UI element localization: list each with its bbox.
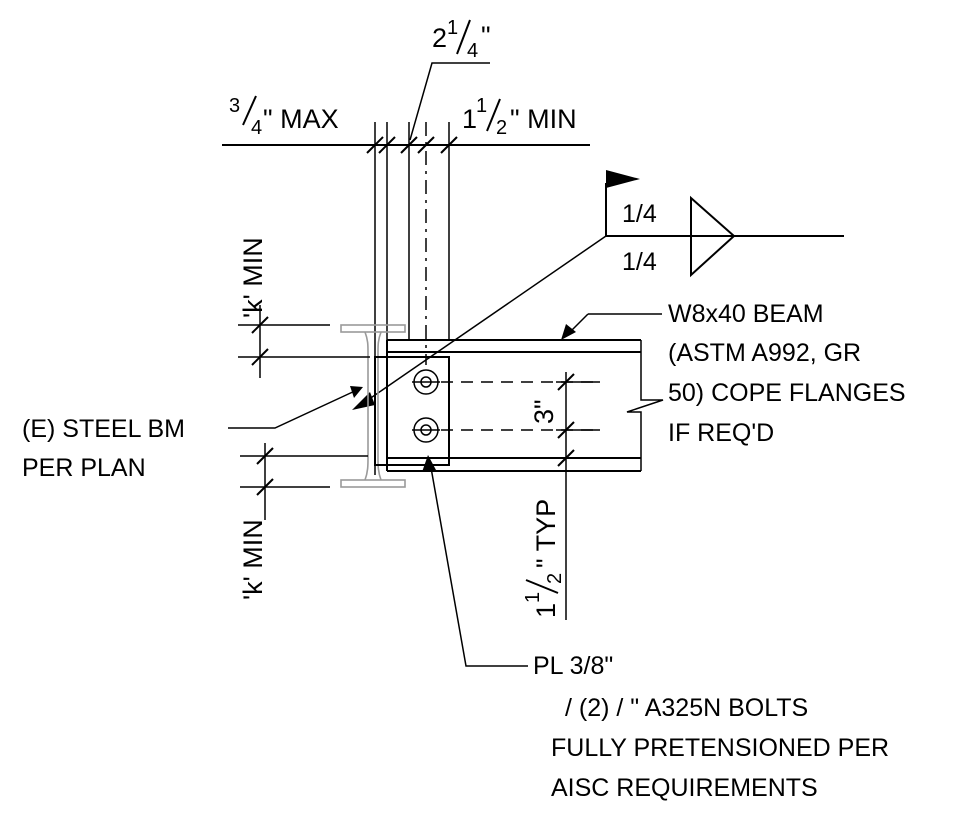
break-line xyxy=(626,340,664,471)
dim-suffix: " MIN xyxy=(510,104,577,134)
frac-den: 4 xyxy=(251,117,262,139)
frac-whole: 1 xyxy=(531,603,561,618)
dim-two-and-quarter: 2 1 4 " xyxy=(409,17,491,141)
plate-callout: PL 3/8" / (2) / " A325N BOLTS FULLY PRET… xyxy=(422,455,889,802)
weld-size-bottom: 1/4 xyxy=(622,248,657,276)
beam-callout: W8x40 BEAM (ASTM A992, GR 50) COPE FLANG… xyxy=(561,300,906,447)
frac-whole: 2 xyxy=(432,23,447,53)
dim-suffix: " xyxy=(481,21,491,51)
existing-steel-beam-section xyxy=(340,324,406,488)
dim-three-quarter-max: 3 4 " MAX xyxy=(229,95,339,139)
existing-beam-line-1: (E) STEEL BM xyxy=(22,415,185,443)
dim-suffix: " TYP xyxy=(531,499,561,568)
weld-arrow-leader xyxy=(361,235,607,405)
weld-size-top: 1/4 xyxy=(622,200,657,228)
shear-plate xyxy=(374,356,450,466)
new-beam xyxy=(386,339,664,472)
beam-callout-line-4: IF REQ'D xyxy=(668,419,774,447)
beam-callout-line-3: 50) COPE FLANGES xyxy=(668,379,906,407)
frac-den: 2 xyxy=(544,573,566,584)
bolts-callout-line-1: / (2) / " A325N BOLTS xyxy=(565,694,808,722)
frac-den: 4 xyxy=(467,40,478,62)
fillet-weld-triangle xyxy=(690,195,736,278)
field-weld-flag xyxy=(606,170,640,188)
frac-num: 3 xyxy=(229,95,240,117)
weld-arrow-head xyxy=(352,392,375,410)
dim-one-half-min: 1 1 2 " MIN xyxy=(462,95,577,139)
bolts-callout-line-2: FULLY PRETENSIONED PER xyxy=(551,734,889,762)
beam-callout-line-1: W8x40 BEAM xyxy=(668,300,824,328)
existing-beam-line-2: PER PLAN xyxy=(22,454,146,482)
dim-one-half-typ: 1 1 2 " TYP xyxy=(522,478,567,620)
beam-callout-line-2: (ASTM A992, GR xyxy=(668,339,861,367)
bolt-top xyxy=(412,369,440,395)
weld-symbol: 1/4 1/4 xyxy=(352,170,844,410)
dim-bolt-spacing: 3" xyxy=(529,372,600,478)
frac-num: 1 xyxy=(447,17,458,39)
bolts xyxy=(412,369,600,443)
bolt-bottom xyxy=(412,417,440,443)
frac-num: 1 xyxy=(522,592,544,603)
dim-k-min-bottom: 'k' MIN xyxy=(238,443,368,600)
plate-callout-text: PL 3/8" xyxy=(533,652,613,680)
dim-text: 'k' MIN xyxy=(238,519,268,600)
top-dimension-line xyxy=(222,122,590,475)
dim-suffix: " MAX xyxy=(263,104,339,134)
dim-text: 'k' MIN xyxy=(238,237,268,318)
dim-text: 3" xyxy=(529,399,559,424)
dim-k-min-top: 'k' MIN xyxy=(238,237,370,378)
frac-whole: 1 xyxy=(462,104,477,134)
existing-beam-callout: (E) STEEL BM PER PLAN xyxy=(22,386,363,482)
frac-num: 1 xyxy=(476,95,487,117)
bolts-callout-line-3: AISC REQUIREMENTS xyxy=(551,774,818,802)
frac-den: 2 xyxy=(496,117,507,139)
leader-line xyxy=(409,62,490,141)
